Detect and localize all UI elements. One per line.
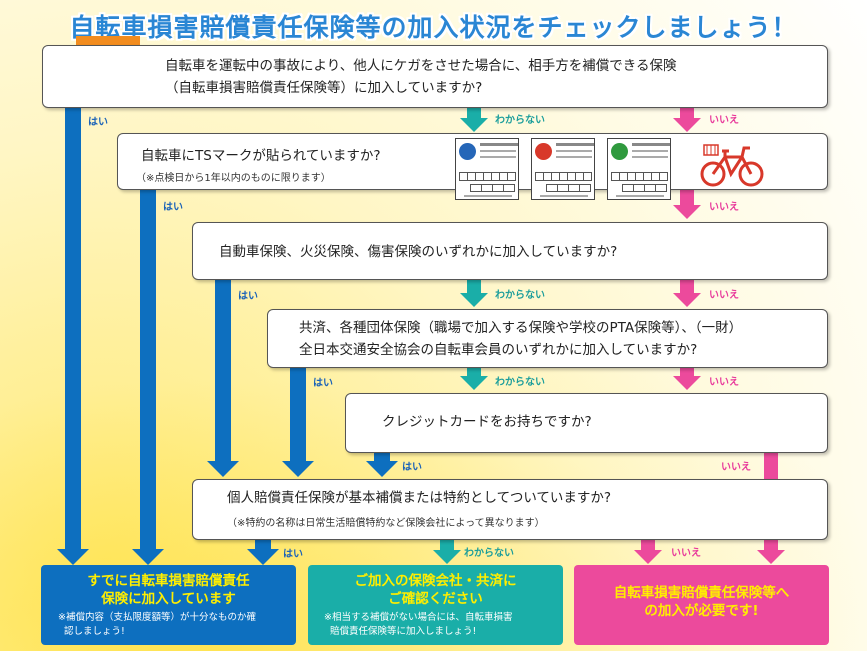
question-4-line2: 全日本交通安全協会の自転車会員のいずれかに加入していますか?	[299, 340, 697, 360]
no-arrowhead-q4	[673, 376, 701, 390]
no-label-q5: いいえ	[721, 458, 751, 473]
ts-mark-green-icon	[611, 143, 628, 160]
ts-sticker-red	[531, 138, 595, 200]
result-dont-know-line2: ご確認ください	[308, 590, 563, 608]
question-1-box	[42, 45, 828, 108]
ts-sticker-green	[607, 138, 671, 200]
yes-arrowhead-q5	[366, 461, 398, 477]
result-yes-line1: すでに自転車損害賠償責任	[41, 572, 296, 590]
dont-know-label-q6: わからない	[464, 544, 514, 559]
result-dont-know-line1: ご加入の保険会社・共済に	[308, 572, 563, 590]
yes-arrow-q3	[215, 280, 231, 464]
dont-know-label-q1: わからない	[495, 111, 545, 126]
question-6-line1: 個人賠償責任保険が基本補償または特約としてついていますか?	[227, 488, 611, 508]
yes-arrowhead-q6	[247, 549, 279, 565]
yes-arrowhead-q2	[132, 549, 164, 565]
result-yes-note2: 認しましょう!	[64, 625, 125, 639]
question-2-line1: 自転車にTSマークが貼られていますか?	[141, 146, 381, 166]
dk-arrowhead-q4	[460, 376, 488, 390]
yes-label-q3: はい	[238, 287, 258, 302]
yes-label-q6: はい	[283, 545, 303, 560]
result-no-line2: の加入が必要です!	[574, 602, 829, 620]
no-label-q2: いいえ	[709, 198, 739, 213]
dk-arrowhead-q6	[433, 550, 461, 564]
question-6-note: （※特約の名称は日常生活賠償特約など保険会社によって異なります）	[227, 514, 545, 529]
yes-arrow-q4	[290, 368, 306, 464]
result-no-line1: 自転車損害賠償責任保険等へ	[574, 584, 829, 602]
bicycle-icon	[698, 140, 766, 188]
ts-mark-red-icon	[535, 143, 552, 160]
ts-sticker-blue	[455, 138, 519, 200]
result-dont-know-note1: ※相当する補償がない場合には、自転車損害	[324, 611, 512, 625]
result-dont-know-note2: 賠償責任保険等に加入しましょう!	[330, 625, 476, 639]
no-label-q4: いいえ	[709, 373, 739, 388]
dont-know-label-q3: わからない	[495, 286, 545, 301]
no-arrow-q3	[680, 280, 694, 295]
no-arrowhead-q2	[673, 205, 701, 219]
no-arrowhead-q6	[634, 550, 662, 564]
yes-label-q5: はい	[402, 458, 422, 473]
no-label-q3: いいえ	[709, 286, 739, 301]
yes-arrow-q1	[65, 108, 81, 552]
yes-arrow-q2	[140, 190, 156, 552]
yes-label-q1: はい	[88, 113, 108, 128]
yes-label-q2: はい	[163, 198, 183, 213]
question-1-line2: （自転車損害賠償責任保険等）に加入していますか?	[165, 78, 482, 98]
question-2-note: （※点検日から1年以内のものに限ります）	[136, 169, 331, 184]
result-yes-line2: 保険に加入しています	[41, 590, 296, 608]
no-arrowhead-q5	[757, 550, 785, 564]
no-arrowhead-q3	[673, 293, 701, 307]
question-4-line1: 共済、各種団体保険（職場で加入する保険や学校のPTA保険等）、（一財）	[299, 318, 742, 338]
question-5-line1: クレジットカードをお持ちですか?	[382, 412, 592, 432]
ts-mark-blue-icon	[459, 143, 476, 160]
yes-arrowhead-q1	[57, 549, 89, 565]
no-label-q6: いいえ	[671, 544, 701, 559]
question-1-line1: 自転車を運転中の事故により、他人にケガをさせた場合に、相手方を補償できる保険	[165, 56, 677, 76]
dk-arrowhead-q1	[460, 118, 488, 132]
no-arrowhead-q1	[673, 118, 701, 132]
question-3-line1: 自動車保険、火災保険、傷害保険のいずれかに加入していますか?	[219, 242, 617, 262]
dk-arrow-q3	[467, 280, 481, 295]
no-label-q1: いいえ	[709, 111, 739, 126]
yes-arrowhead-q4	[282, 461, 314, 477]
dk-arrowhead-q3	[460, 293, 488, 307]
no-arrow-q2	[680, 190, 694, 207]
result-yes-note1: ※補償内容（支払限度額等）が十分なものか確	[58, 611, 256, 625]
yes-arrowhead-q3	[207, 461, 239, 477]
yes-label-q4: はい	[313, 374, 333, 389]
dont-know-label-q4: わからない	[495, 373, 545, 388]
